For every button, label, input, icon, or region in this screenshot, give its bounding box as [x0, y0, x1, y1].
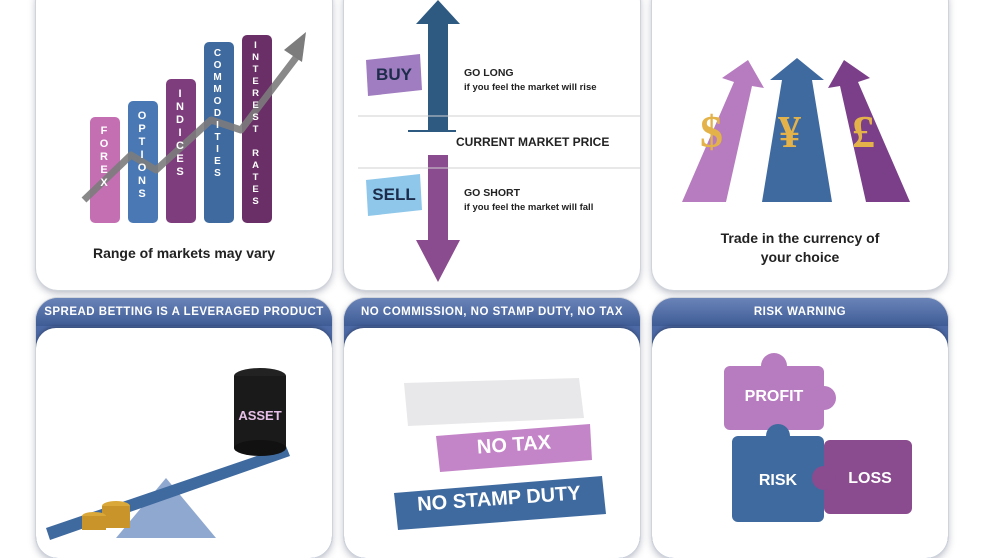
current-market-price: CURRENT MARKET PRICE: [456, 135, 610, 149]
risk-header: RISK WARNING: [652, 298, 948, 326]
leverage-seesaw-graphic: [46, 368, 290, 540]
currency-arrows: [682, 58, 910, 202]
sell-label: SELL: [372, 185, 416, 204]
risk-card: RISK WARNING PROFIT RISK LOSS: [652, 298, 948, 558]
markets-bar-graphic: [81, 32, 306, 223]
bar-label-interest-rates: INTEREST RATES: [250, 40, 261, 208]
currency-caption-line2: your choice: [760, 249, 840, 265]
buy-label: BUY: [376, 65, 412, 84]
markets-card: FOREX OPTIONS INDICES COMMODITIES INTERE…: [36, 0, 332, 290]
risk-inner: PROFIT RISK LOSS: [652, 328, 948, 558]
asset-barrel-label: ASSET: [238, 408, 282, 423]
bar-label-commodities: COMMODITIES: [212, 48, 223, 180]
risk-header-text: RISK WARNING: [753, 306, 847, 318]
puzzle-piece-loss: LOSS: [848, 470, 892, 487]
leverage-header-text: SPREAD BETTING IS A LEVERAGED PRODUCT: [44, 306, 324, 318]
currency-card: $ ¥ £ Trade in the currency of your choi…: [652, 0, 948, 290]
go-short-subtitle: if you feel the market will fall: [464, 202, 594, 213]
currency-caption-line1: Trade in the currency of: [720, 230, 880, 246]
trade-card: BUY SELL GO LONG if you feel the market …: [344, 0, 640, 290]
puzzle-piece-risk: RISK: [758, 472, 798, 489]
bar-label-options: OPTIONS: [136, 110, 148, 201]
leverage-header: SPREAD BETTING IS A LEVERAGED PRODUCT: [36, 298, 332, 326]
leverage-inner: ASSET: [36, 328, 332, 558]
puzzle-graphic: [724, 353, 912, 522]
go-long-title: GO LONG: [464, 67, 514, 79]
bar-label-indices: INDICES: [174, 88, 186, 179]
leverage-card: SPREAD BETTING IS A LEVERAGED PRODUCT AS…: [36, 298, 332, 558]
commission-banners-graphic: [394, 378, 606, 530]
pound-icon: £: [852, 106, 875, 157]
commission-card: NO COMMISSION, NO STAMP DUTY, NO TAX NO …: [344, 298, 640, 558]
buy-sell-arrows: [358, 0, 640, 282]
commission-header-text: NO COMMISSION, NO STAMP DUTY, NO TAX: [360, 306, 624, 318]
markets-caption: Range of markets may vary: [92, 245, 276, 261]
go-long-subtitle: if you feel the market will rise: [464, 82, 597, 93]
yen-icon: ¥: [778, 106, 801, 157]
dollar-icon: $: [700, 106, 723, 157]
puzzle-piece-profit: PROFIT: [744, 388, 804, 405]
commission-header: NO COMMISSION, NO STAMP DUTY, NO TAX: [344, 298, 640, 326]
commission-inner: NO TAX NO STAMP DUTY: [344, 328, 640, 558]
go-short-title: GO SHORT: [464, 187, 521, 199]
bar-label-forex: FOREX: [98, 125, 110, 190]
